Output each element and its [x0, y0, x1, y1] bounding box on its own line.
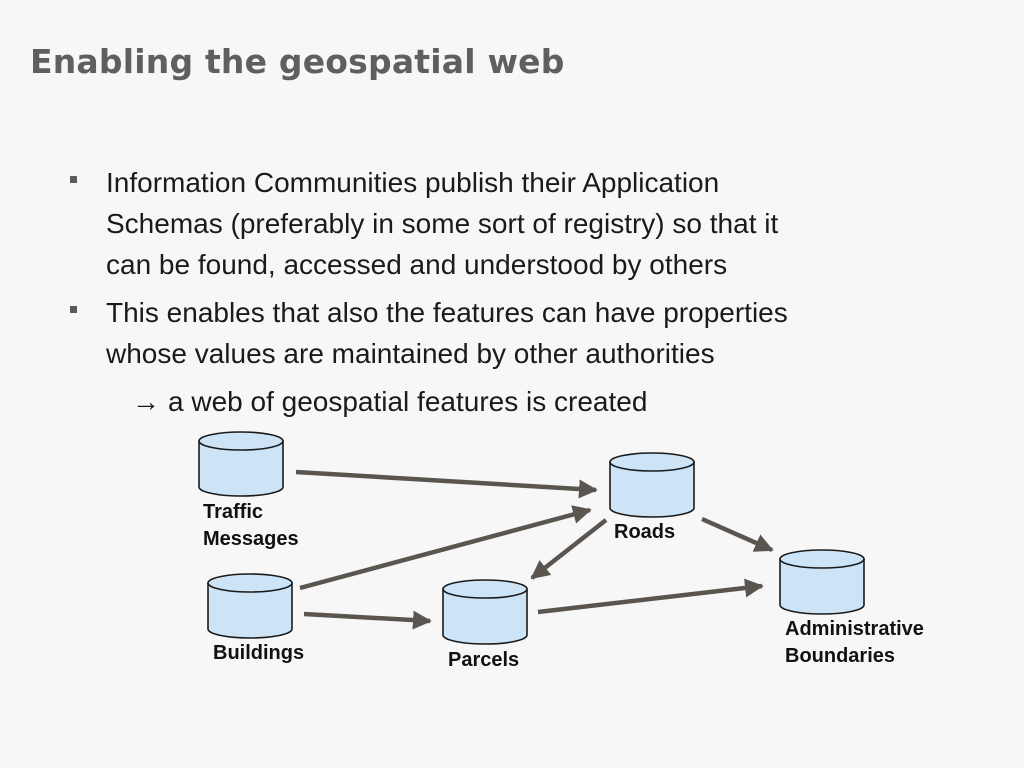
nodes	[198, 431, 865, 645]
sub-point-text: a web of geospatial features is created	[168, 386, 648, 417]
admin-database-icon	[779, 549, 865, 615]
bullet-line: This enables that also the features can …	[106, 297, 788, 328]
bullet-item: Information Communities publish their Ap…	[70, 162, 970, 285]
bullet-line: Information Communities publish their Ap…	[106, 167, 720, 198]
arrow-parcels-to-admin	[537, 578, 764, 615]
edges	[295, 469, 774, 630]
bullet-list: Information Communities publish their Ap…	[70, 162, 970, 422]
bullet-line: whose values are maintained by other aut…	[106, 338, 715, 369]
square-bullet-icon	[70, 176, 77, 183]
parcels-label: Parcels	[448, 649, 519, 671]
admin-label: Administrative	[785, 618, 924, 640]
arrow-roads-to-admin	[701, 516, 774, 553]
bullet-line: can be found, accessed and understood by…	[106, 249, 728, 280]
roads-database-icon	[609, 452, 695, 518]
buildings-label: Buildings	[213, 642, 304, 664]
arrow-buildings-to-parcels	[303, 610, 432, 630]
traffic-label: Traffic	[203, 501, 263, 523]
right-arrow-icon: →	[132, 386, 160, 417]
slide-title: Enabling the geospatial web	[30, 42, 565, 81]
buildings-database-icon	[207, 573, 293, 639]
parcels-database-icon	[442, 579, 528, 645]
arrow-traffic-to-roads	[295, 469, 598, 499]
bullet-item: This enables that also the features can …	[70, 292, 970, 374]
arrow-roads-to-parcels	[530, 518, 608, 580]
sub-point: → a web of geospatial features is created	[70, 381, 970, 422]
traffic-database-icon	[198, 431, 284, 497]
traffic-label: Messages	[203, 528, 299, 550]
roads-label: Roads	[614, 521, 675, 543]
arrow-buildings-to-roads	[299, 505, 592, 591]
bullet-line: Schemas (preferably in some sort of regi…	[106, 208, 779, 239]
square-bullet-icon	[70, 306, 77, 313]
admin-label: Boundaries	[785, 645, 895, 667]
